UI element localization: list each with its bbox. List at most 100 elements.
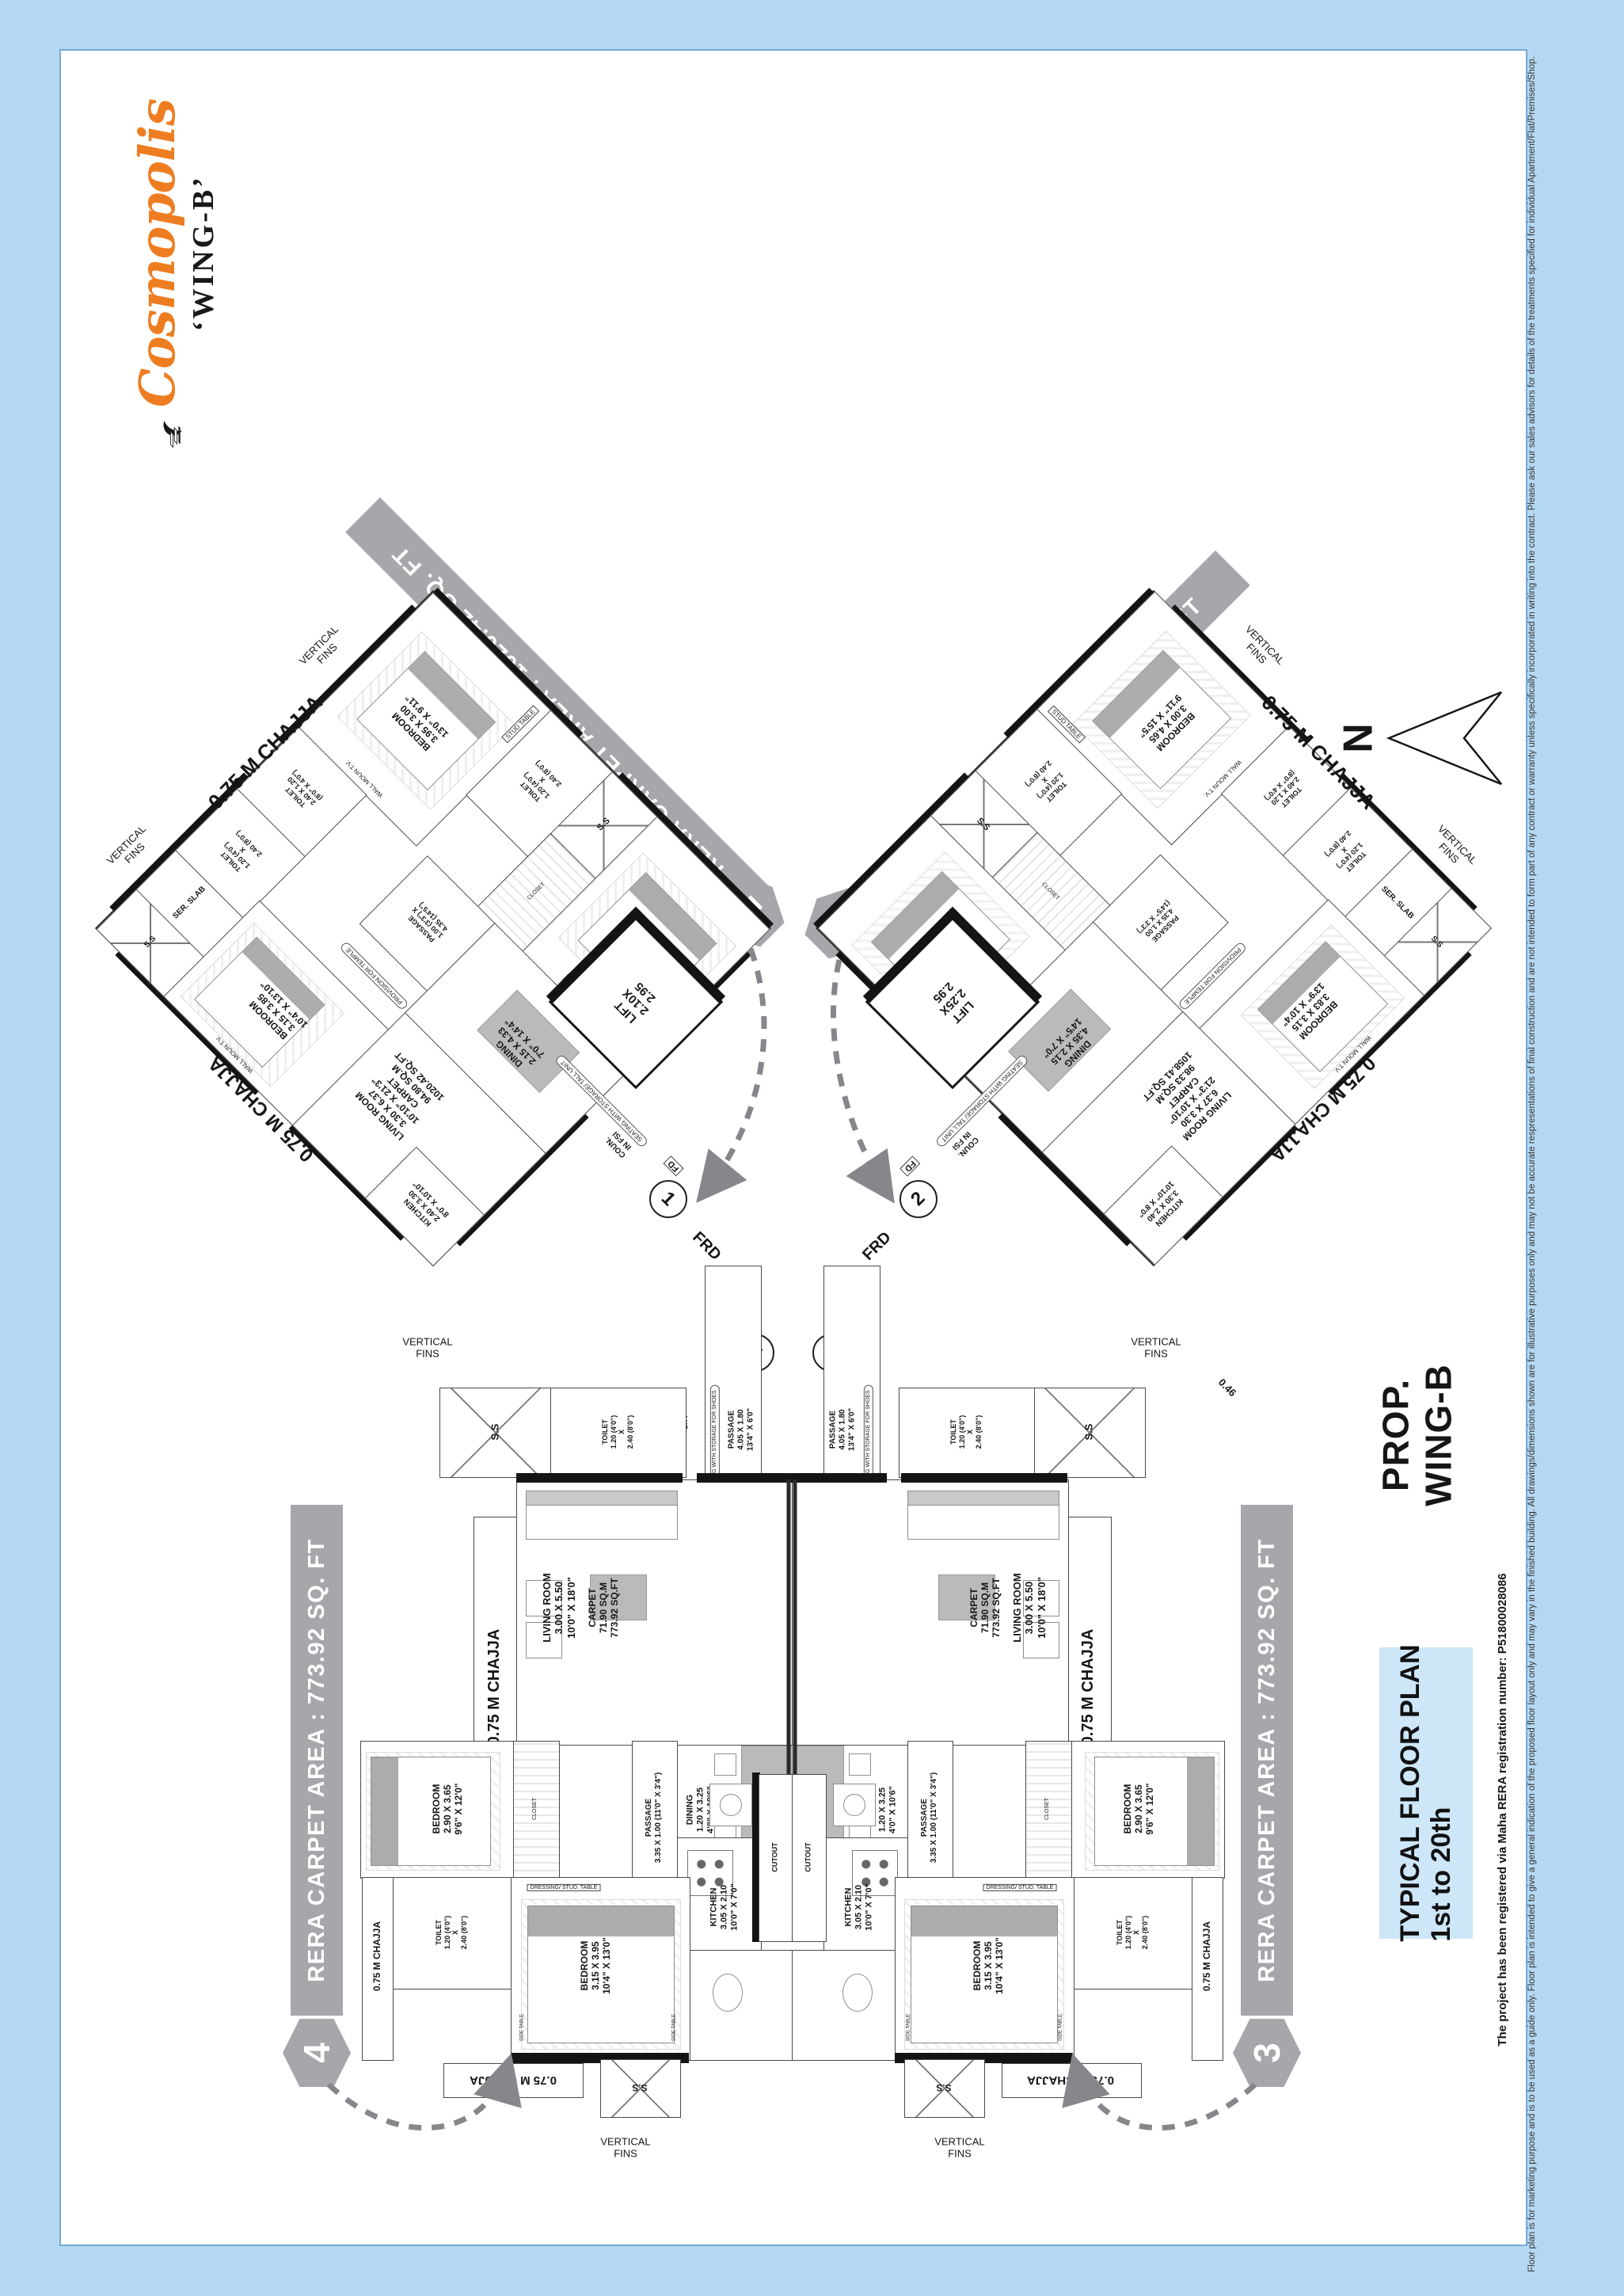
- room-dim-ft: 9'6" X 12'0": [1144, 1783, 1156, 1835]
- vertical-fins-label: VERTICAL FINS: [402, 1336, 452, 1361]
- unit1-door-number: 1: [649, 1180, 687, 1218]
- cutout-label: CUTOUT: [804, 1842, 812, 1872]
- north-arrow-icon: [1386, 691, 1502, 786]
- plan-title-line2: 1st to 20th: [1426, 1807, 1456, 1942]
- stove-hob: [687, 1850, 733, 1896]
- room-dim: 3.35 X 1.00 (11'0" X 3'4"): [930, 1772, 938, 1864]
- side-table-label: SIDE TABLE: [671, 2013, 677, 2042]
- room-dim-ft: 13'4" X 6'0": [745, 1407, 755, 1452]
- prop-wing-title: PROP. WING-B: [1375, 1364, 1461, 1506]
- bedB-label: BEDROOM 3.15 X 3.95 10'4" X 13'0": [972, 1937, 1005, 1994]
- bed: [371, 1757, 491, 1866]
- room-dim-m: 3.00 X 5.50: [1023, 1581, 1036, 1635]
- kitchen-label: KITCHEN 3.05 X 2.10 10'0" X 7'0": [709, 1883, 740, 1931]
- room-name: PASSAGE: [727, 1410, 736, 1449]
- carpet-sqft: 773.92 SQ.FT: [609, 1578, 621, 1638]
- fins-line2: FINS: [948, 2148, 972, 2160]
- room-name: BEDROOM: [578, 1940, 590, 1991]
- fins-line1: VERTICAL: [600, 2135, 651, 2148]
- room-name: BEDROOM: [971, 1940, 983, 1991]
- closet: [513, 1741, 560, 1879]
- fins-line1: VERTICAL: [934, 2135, 985, 2148]
- ss-label: S.S: [489, 1423, 501, 1441]
- prop-line1: PROP.: [1375, 1378, 1417, 1492]
- dressing-stud-label: DRESSING/ STUD. TABLE: [983, 1883, 1057, 1891]
- unit3-marker-number: 3: [1246, 2043, 1287, 2063]
- plan-title-box: TYPICAL FLOOR PLAN 1st to 20th: [1379, 1644, 1473, 1942]
- bed: [1094, 1757, 1215, 1866]
- bedB-label: BEDROOM 3.15 X 3.95 10'4" X 13'0": [579, 1937, 612, 1994]
- room-dim-m: 3.05 X 2.10: [719, 1884, 729, 1930]
- room-name: LIVING ROOM: [541, 1573, 553, 1643]
- living-label: LIVING ROOM 3.00 X 5.50 10'0" X 18'0": [1011, 1573, 1048, 1642]
- shaft-ss: [439, 1388, 552, 1478]
- room-dim-ft: 10'4" X 13'0": [601, 1937, 613, 1994]
- chajja-strip: [362, 1877, 394, 2061]
- room-dim: 2.40 (8'0"): [626, 1415, 634, 1449]
- room-name: LIVING ROOM: [1011, 1573, 1024, 1643]
- room-dim-m: 1.20 X 3.25: [877, 1787, 888, 1833]
- room-dim: X: [1132, 1930, 1140, 1936]
- room-toilet: [899, 1388, 1035, 1478]
- wc: [713, 1974, 743, 2012]
- bed-pillow: [528, 1906, 674, 1936]
- room-dim-m: 3.15 X 3.95: [982, 1941, 994, 1990]
- fins-line2: FINS: [614, 2148, 637, 2160]
- wm-drum: [843, 1794, 865, 1816]
- toilet-a2-label: TOILET 1.20 (4'0") X 2.40 (8'0"): [435, 1916, 468, 1949]
- shaft-ss: [904, 2059, 985, 2118]
- room-dim-m: 4.05 X 1.80: [838, 1409, 847, 1450]
- bedA-label: BEDROOM 2.90 X 3.65 9'6" X 12'0": [431, 1783, 464, 1834]
- plan-title-line1: TYPICAL FLOOR PLAN: [1395, 1644, 1425, 1942]
- brand-logo-inner: Cosmopolis ‘WING-B’: [75, 99, 273, 447]
- banner-unit4-text: RERA CARPET AREA : 773.92 SQ. FT: [303, 1538, 329, 1982]
- closet-label: CLOSET: [1044, 1797, 1050, 1821]
- wm-drum: [720, 1794, 742, 1816]
- vertical-fins-label: VERTICAL FINS: [934, 2136, 984, 2161]
- banner-unit3-text: RERA CARPET AREA : 773.92 SQ. FT: [1253, 1538, 1280, 1982]
- disclaimer-note: Floor plan is for marketing purpose and …: [1527, 56, 1538, 2272]
- coffee-table: [938, 1574, 995, 1620]
- room-name: KITCHEN: [843, 1887, 854, 1927]
- chajja-label: 0.75 M CHAJJA: [371, 1921, 382, 1992]
- room-name: PASSAGE: [828, 1410, 838, 1449]
- room-name: BEDROOM: [1121, 1784, 1133, 1834]
- passage1-label: PASSAGE 3.35 X 1.00 (11'0" X 3'4"): [920, 1772, 939, 1863]
- room-dim: 1.20 (4'0"): [1124, 1915, 1132, 1950]
- stove-hob: [852, 1850, 898, 1896]
- bed: [911, 1906, 1058, 2043]
- prop-line2: WING-B: [1418, 1364, 1459, 1506]
- room-dim: 1.20 (4'0"): [957, 1415, 966, 1449]
- carpet-name: CARPET: [968, 1588, 979, 1628]
- chajja-label: 0.75 M CHAJJA: [1026, 2073, 1115, 2087]
- bed-pillow: [371, 1757, 398, 1865]
- fins-line2: FINS: [1144, 1348, 1168, 1360]
- dining-chair: [714, 1753, 736, 1776]
- room-dim: 2.40 (8'0"): [1140, 1915, 1149, 1950]
- carpet-name: CARPET: [586, 1588, 598, 1628]
- room-dim-ft: 13'4" X 6'0": [846, 1407, 856, 1452]
- room-dim: 1.20 (4'0"): [609, 1415, 618, 1449]
- unit4-marker-number: 4: [296, 2043, 337, 2063]
- room-dim: X: [451, 1930, 459, 1936]
- room-name: PASSAGE: [645, 1798, 654, 1837]
- lift-label: LIFT 2.25X 2.95: [926, 976, 978, 1027]
- ss-label: S.S: [936, 2082, 952, 2094]
- closet-label: CLOSET: [531, 1797, 538, 1821]
- passage2-label: PASSAGE 4.05 X 1.80 13'4" X 6'0": [828, 1408, 856, 1451]
- dressing-stud-label: DRESSING/ STUD. TABLE: [527, 1883, 601, 1891]
- room-dim-ft: 9'6" X 12'0": [453, 1783, 465, 1835]
- armchair: [1023, 1580, 1059, 1616]
- room-passage: [907, 1741, 953, 1894]
- wc: [842, 1974, 873, 2012]
- closet: [1025, 1741, 1072, 1879]
- room-dim: 2.40 (8'0"): [974, 1415, 983, 1449]
- fins-line1: VERTICAL: [1131, 1335, 1181, 1348]
- bed-pillow: [911, 1906, 1057, 1936]
- rera-registration-note: The project has been registered via Maha…: [1496, 1573, 1510, 2047]
- dressing-stud-text: DRESSING/ STUD. TABLE: [983, 1883, 1057, 1891]
- room-dim: X: [618, 1430, 626, 1435]
- dressing-stud-text: DRESSING/ STUD. TABLE: [527, 1883, 601, 1891]
- side-table-label: SIDE TABLE: [906, 2013, 911, 2042]
